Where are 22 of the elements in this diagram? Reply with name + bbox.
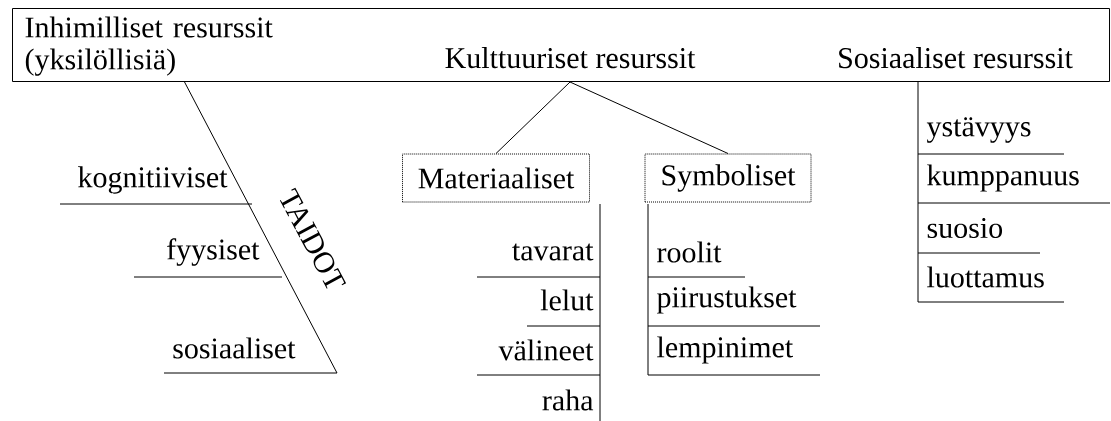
category-box: Symboliset — [644, 153, 812, 203]
list-item: luottamus — [917, 266, 1065, 303]
list-item: tavarat — [476, 243, 601, 278]
heading: Kulttuuriset resurssit — [445, 47, 696, 69]
list-item: lempinimet — [647, 336, 821, 376]
connector-line — [569, 81, 729, 154]
list-item: fyysiset — [133, 238, 283, 278]
list-item: piirustukset — [647, 286, 821, 327]
list-item: suosio — [917, 217, 1041, 254]
list-item: roolit — [647, 241, 746, 278]
list-item: lelut — [526, 289, 601, 327]
header-band — [12, 8, 1110, 82]
list-item: raha — [542, 389, 594, 411]
list-item: kognitiiviset — [59, 166, 253, 205]
connector-line — [495, 81, 571, 154]
list-item: kumppanuus — [917, 164, 1111, 204]
category-box: Materiaaliset — [402, 153, 590, 203]
list-item: sosiaaliset — [163, 337, 338, 374]
list-item: välineet — [476, 339, 601, 376]
list-item: ystävyys — [917, 117, 1065, 155]
heading: Sosiaaliset resurssit — [839, 47, 1073, 69]
heading: Inhimilliset resurssit (yksilöllisiä) — [25, 16, 273, 76]
